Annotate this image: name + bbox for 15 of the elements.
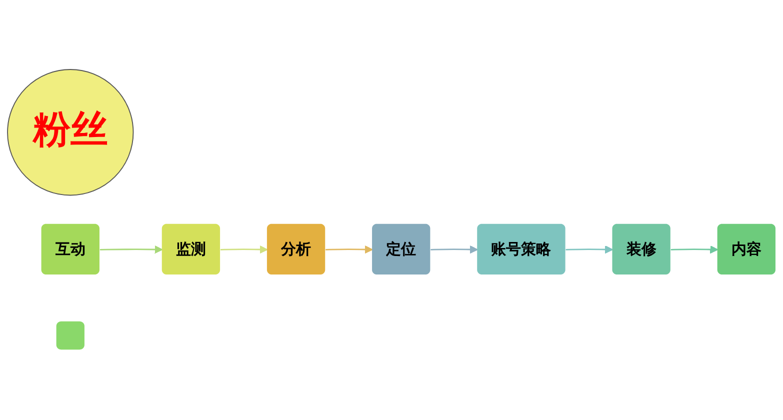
node-box: 定位: [372, 224, 430, 275]
node-box: 互动: [41, 224, 100, 275]
node-box: 内容: [717, 224, 776, 275]
arrow: [326, 246, 373, 254]
node-box: 监测: [162, 224, 220, 275]
arrow: [670, 246, 718, 254]
arrow: [100, 246, 163, 254]
node-box: 装修: [612, 224, 670, 275]
arrow: [566, 246, 614, 254]
node-box: 账号策略: [477, 224, 566, 275]
arrow: [220, 246, 268, 254]
arrow: [430, 246, 478, 254]
node-box: 分析: [266, 224, 326, 275]
node-box: [56, 322, 84, 350]
node-circle: 粉丝: [7, 70, 134, 196]
